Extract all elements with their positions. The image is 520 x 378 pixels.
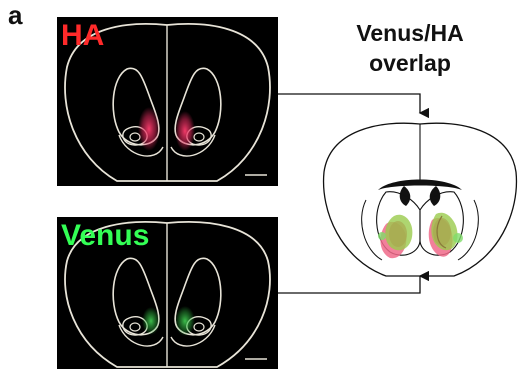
arrow-ha-to-overlay	[278, 94, 420, 113]
arrow-venus-to-overlay	[278, 276, 420, 293]
